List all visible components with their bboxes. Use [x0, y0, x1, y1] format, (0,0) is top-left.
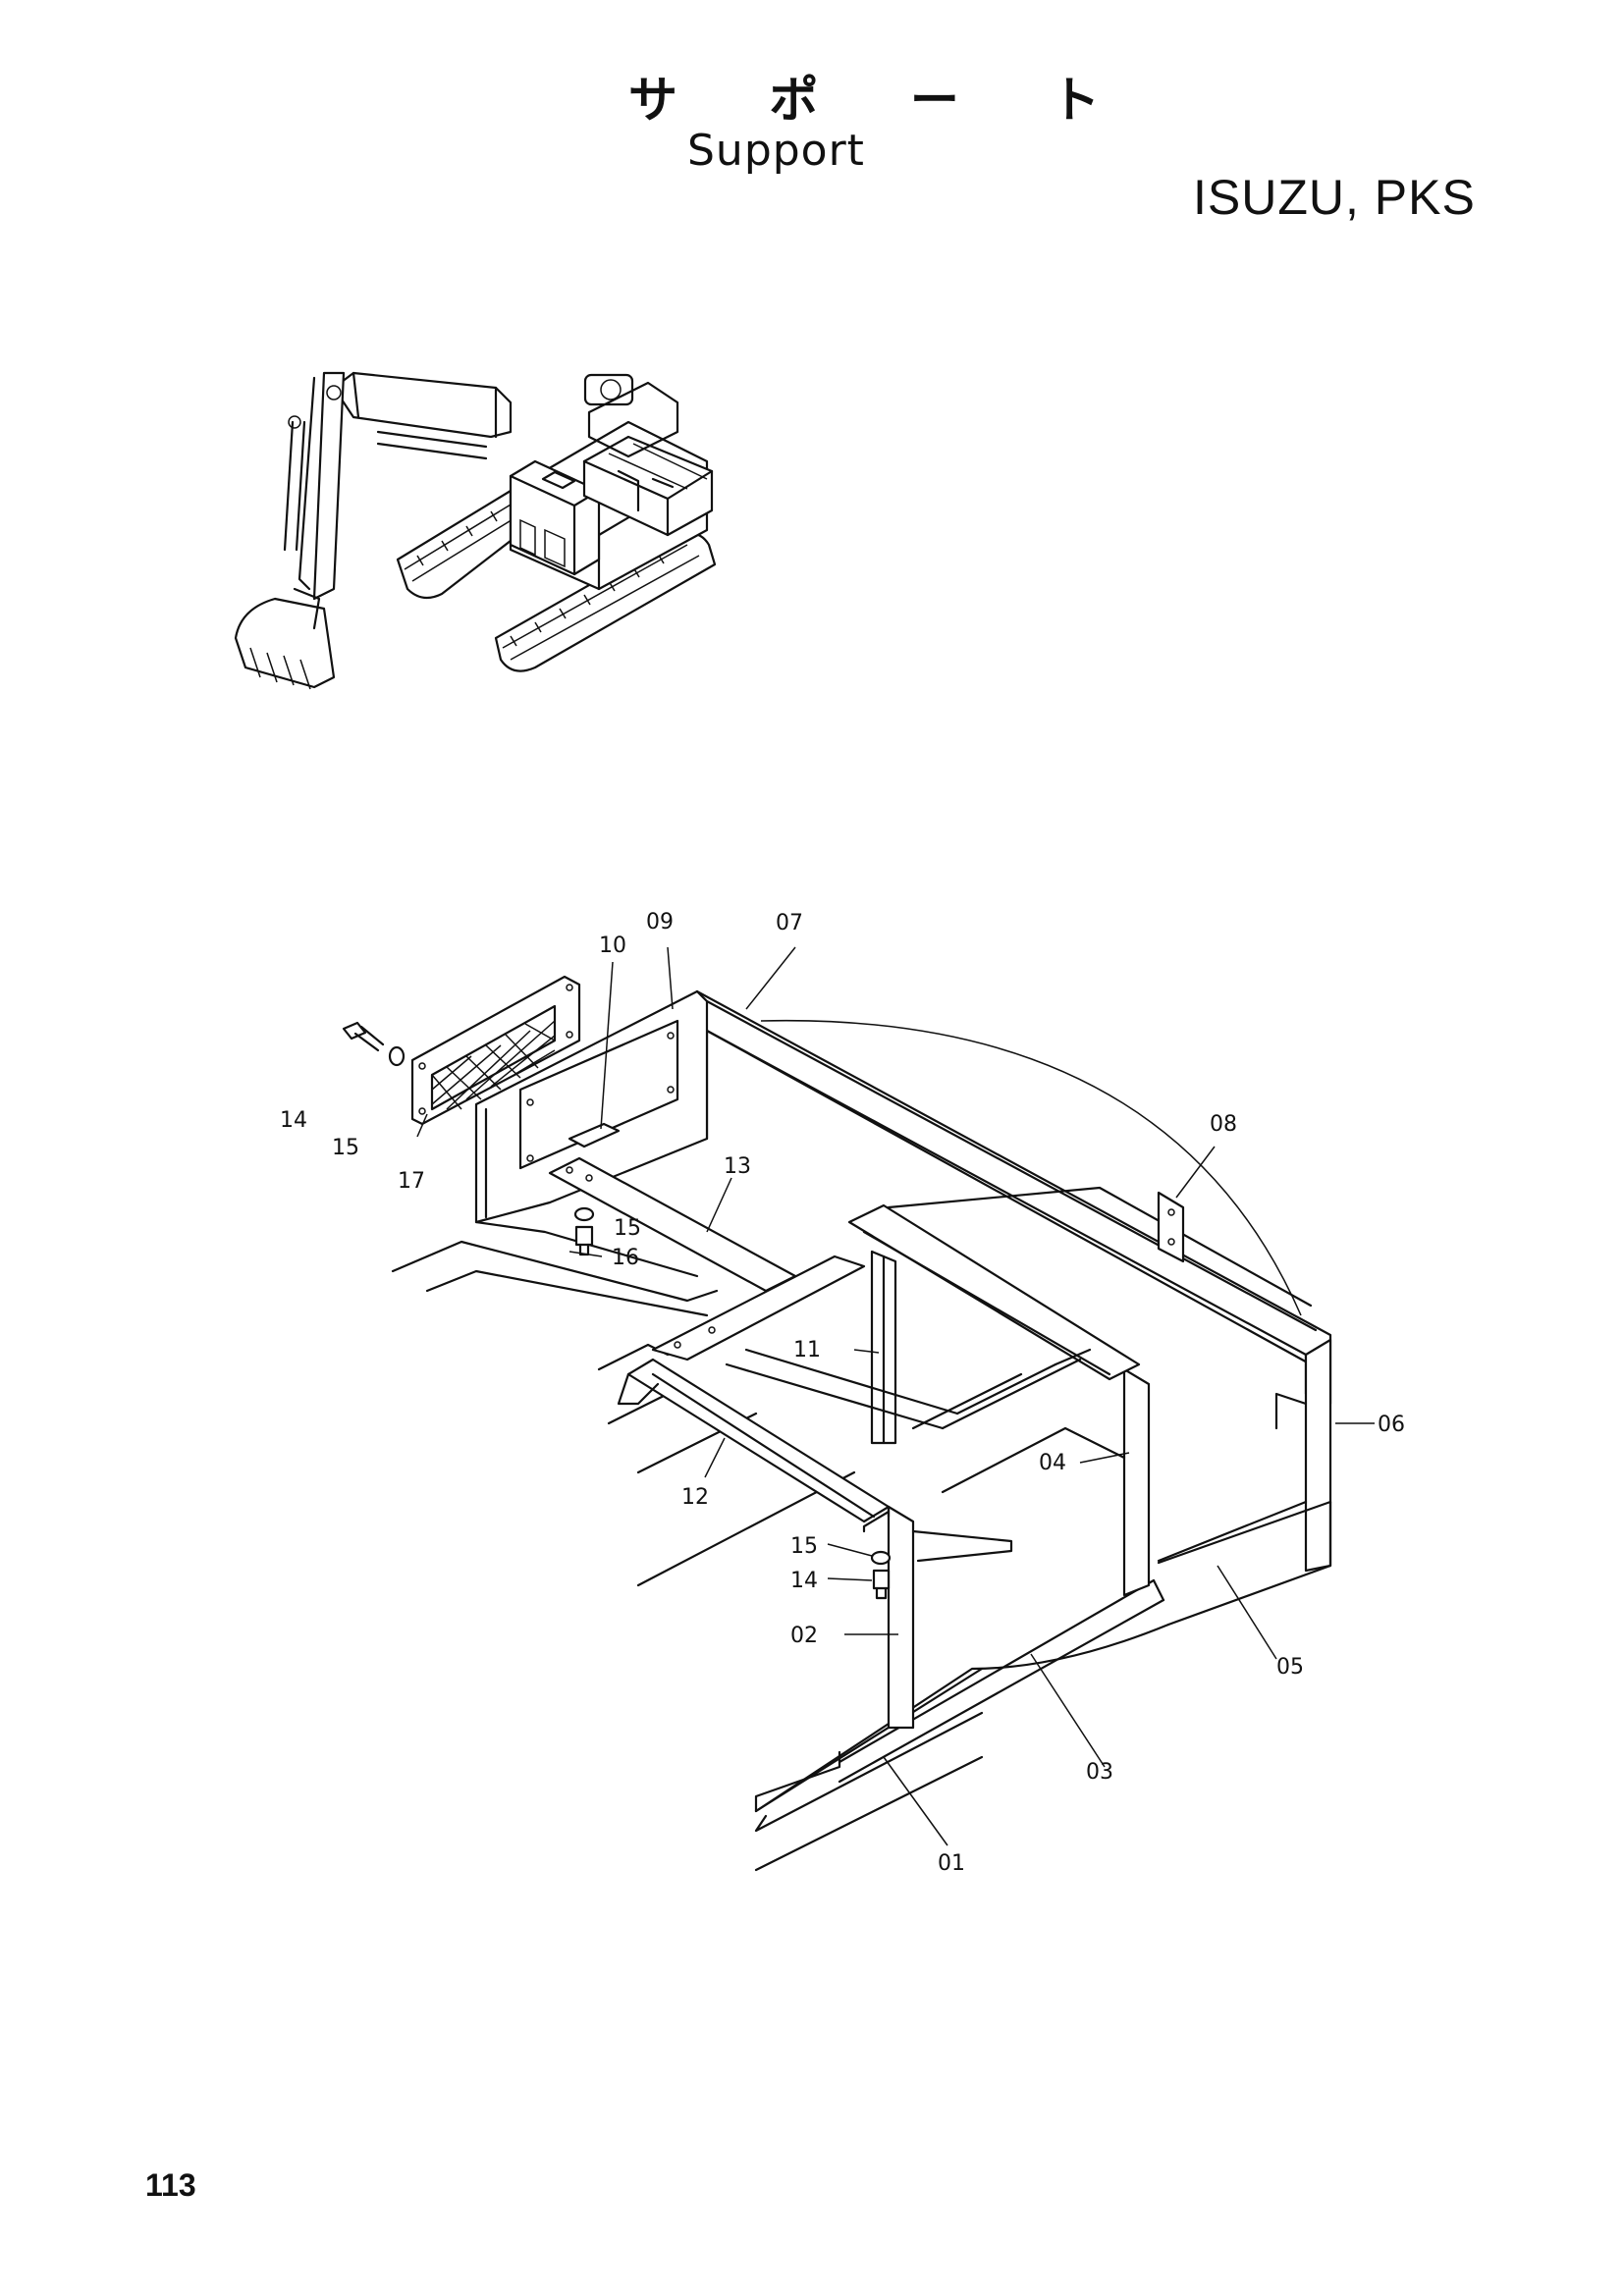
callout-05: 05	[1276, 1655, 1304, 1680]
callout-03: 03	[1086, 1760, 1113, 1785]
machine-model: ISUZU, PKS	[1193, 170, 1476, 225]
callout-17: 17	[398, 1169, 425, 1194]
callout-labels: 01 02 03 04 05 06 07 08 09 10 11 12 13 1…	[280, 910, 1405, 1876]
callout-09: 09	[646, 910, 674, 934]
callout-14-lower: 14	[790, 1569, 818, 1593]
callout-08: 08	[1210, 1112, 1237, 1137]
callout-11: 11	[793, 1338, 821, 1362]
leader-lines	[416, 946, 1375, 1846]
callout-02: 02	[790, 1624, 818, 1648]
callout-15-center: 15	[614, 1216, 641, 1241]
page-title-english: Support	[687, 126, 865, 176]
callout-01: 01	[938, 1851, 965, 1876]
callout-12: 12	[681, 1485, 709, 1510]
callout-15-lower: 15	[790, 1534, 818, 1559]
callout-14-upper: 14	[280, 1108, 307, 1133]
page-number: 113	[145, 2167, 196, 2203]
callout-04: 04	[1039, 1451, 1066, 1475]
callout-13: 13	[724, 1154, 751, 1179]
callout-10: 10	[599, 934, 626, 958]
excavator-illustration	[234, 371, 717, 690]
callout-15-upper: 15	[332, 1136, 359, 1160]
callout-06: 06	[1378, 1413, 1405, 1437]
support-assembly	[342, 975, 1332, 1872]
callout-07: 07	[776, 911, 803, 935]
callout-16: 16	[612, 1246, 639, 1270]
